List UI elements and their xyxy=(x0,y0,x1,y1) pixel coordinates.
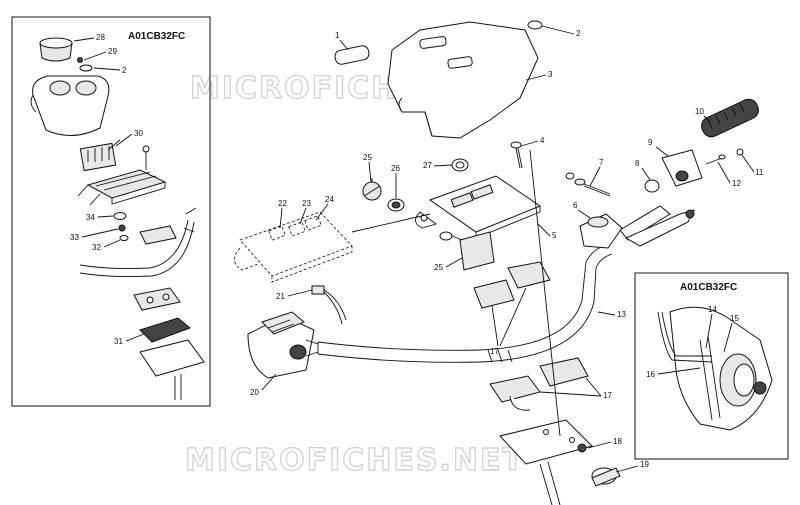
label-4: 4 xyxy=(540,136,545,145)
part-34-washer xyxy=(113,212,127,220)
label-22: 22 xyxy=(278,199,287,208)
label-15: 15 xyxy=(730,314,739,323)
label-18: 18 xyxy=(613,437,622,446)
label-14: 14 xyxy=(708,305,717,314)
part-6-brake-assembly xyxy=(579,205,695,249)
clamp-upper-left xyxy=(139,225,177,245)
label-24: 24 xyxy=(325,195,334,204)
label-30: 30 xyxy=(134,129,143,138)
label-12: 12 xyxy=(732,179,741,188)
label-2-left: 2 xyxy=(122,66,127,75)
label-5: 5 xyxy=(552,231,557,240)
label-21: 21 xyxy=(276,292,285,301)
inset-handlebar xyxy=(79,207,197,278)
part-2-plug xyxy=(527,20,543,30)
part-25-switch-upper xyxy=(362,178,382,201)
label-1: 1 xyxy=(335,31,340,40)
part-5-plate xyxy=(415,175,542,239)
dashed-plate xyxy=(234,211,353,283)
label-23: 23 xyxy=(302,199,311,208)
right-inset: A01CB32FC xyxy=(634,272,789,460)
label-29: 29 xyxy=(108,47,117,56)
label-16: 16 xyxy=(646,370,655,379)
label-17-upper: 17 xyxy=(490,347,499,356)
label-26: 26 xyxy=(391,164,400,173)
part-28-gauge xyxy=(39,37,73,62)
clamp-17-upper-b xyxy=(473,279,515,309)
pod-bracket xyxy=(77,169,167,206)
watermark-bottom: MICROFICHES.NET xyxy=(185,443,525,478)
label-20: 20 xyxy=(250,388,259,397)
part-8-bushing xyxy=(644,179,660,193)
label-8: 8 xyxy=(635,159,640,168)
label-13: 13 xyxy=(617,310,626,319)
part-3-cover xyxy=(387,21,539,139)
part-4-screw xyxy=(510,141,523,169)
part-2-washer xyxy=(79,64,93,72)
left-inset-frame xyxy=(11,16,211,407)
label-27: 27 xyxy=(423,161,432,170)
label-9: 9 xyxy=(648,138,653,147)
clamp-17-upper-a xyxy=(507,261,551,289)
part-33-nut xyxy=(118,224,126,232)
label-3: 3 xyxy=(548,70,553,79)
part-19-clip xyxy=(591,467,621,487)
part-20-switch-housing xyxy=(247,311,319,379)
left-inset-header: A01CB32FC xyxy=(128,31,185,42)
clamp-17-lower-b xyxy=(539,357,589,387)
part-9-throttle-housing xyxy=(661,149,703,187)
part-7-cable xyxy=(565,172,611,197)
right-inset-header: A01CB32FC xyxy=(680,282,737,293)
part-12-screw xyxy=(705,157,723,165)
label-6: 6 xyxy=(573,201,578,210)
label-10: 10 xyxy=(695,107,704,116)
part-1-pad xyxy=(334,45,370,65)
inset-base-plate xyxy=(139,339,205,377)
label-25-lower: 25 xyxy=(434,263,443,272)
label-17-lower: 17 xyxy=(603,391,612,400)
label-31: 31 xyxy=(114,337,123,346)
left-inset: A01CB32FC xyxy=(11,16,211,407)
part-11-screw xyxy=(736,148,744,156)
right-inset-frame xyxy=(634,272,789,460)
part-21-wire xyxy=(311,285,347,325)
label-2: 2 xyxy=(576,29,581,38)
label-19: 19 xyxy=(640,460,649,469)
label-33: 33 xyxy=(70,233,79,242)
part-25-switch-lower xyxy=(439,231,495,271)
part-10-grip xyxy=(701,98,759,138)
part-32-washer xyxy=(119,235,129,241)
label-32: 32 xyxy=(92,243,101,252)
part-31-riser xyxy=(139,317,191,343)
main-base-plate xyxy=(499,419,593,505)
clamp-lower-left xyxy=(133,287,181,311)
part-30-switch xyxy=(79,142,117,172)
label-25-upper: 25 xyxy=(363,153,372,162)
part-18-nut xyxy=(577,443,587,453)
label-11: 11 xyxy=(755,168,764,177)
part-29-screw xyxy=(77,57,83,63)
pod-housing xyxy=(30,75,110,136)
label-34: 34 xyxy=(86,213,95,222)
label-28: 28 xyxy=(96,33,105,42)
label-7: 7 xyxy=(599,158,604,167)
clamp-17-lower-a xyxy=(489,375,541,403)
